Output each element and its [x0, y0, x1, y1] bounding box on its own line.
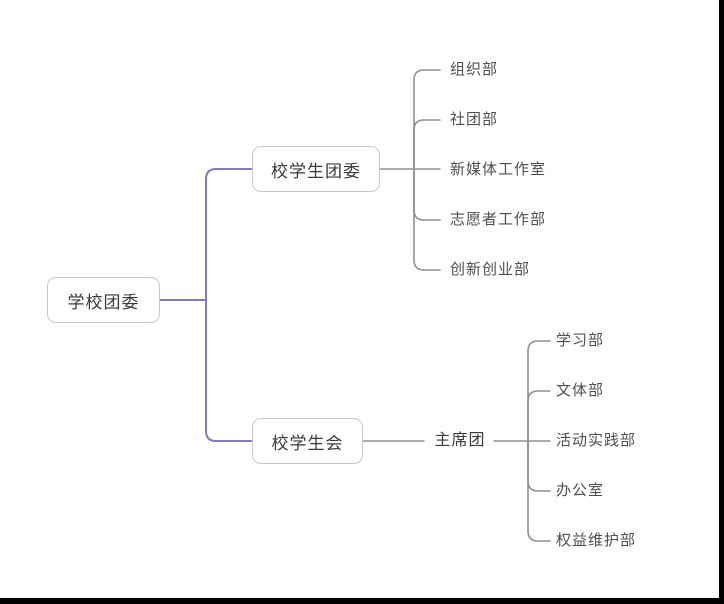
window-edge-right	[719, 0, 724, 604]
node-presidium[interactable]: 主席团	[434, 432, 486, 449]
leaf-activity-practice-dept[interactable]: 活动实践部	[556, 432, 637, 449]
leaf-culture-sports-dept[interactable]: 文体部	[556, 382, 605, 399]
leaf-rights-protection-dept[interactable]: 权益维护部	[556, 532, 637, 549]
leaf-new-media-studio[interactable]: 新媒体工作室	[450, 161, 547, 178]
leaf-office[interactable]: 办公室	[556, 482, 605, 499]
root-connector	[159, 168, 253, 442]
node-student-league-committee[interactable]: 校学生团委	[252, 146, 380, 192]
branch1-connector	[379, 69, 441, 271]
leaf-innovation-dept[interactable]: 创新创业部	[450, 261, 531, 278]
leaf-club-dept[interactable]: 社团部	[450, 111, 499, 128]
leaf-study-dept[interactable]: 学习部	[556, 332, 605, 349]
node-school-committee[interactable]: 学校团委	[47, 277, 160, 323]
leaf-volunteer-work-dept[interactable]: 志愿者工作部	[450, 211, 547, 228]
leaf-organization-dept[interactable]: 组织部	[450, 61, 499, 78]
branch2-connector	[362, 340, 551, 542]
node-student-union[interactable]: 校学生会	[252, 418, 363, 464]
window-edge-bottom	[0, 598, 724, 604]
